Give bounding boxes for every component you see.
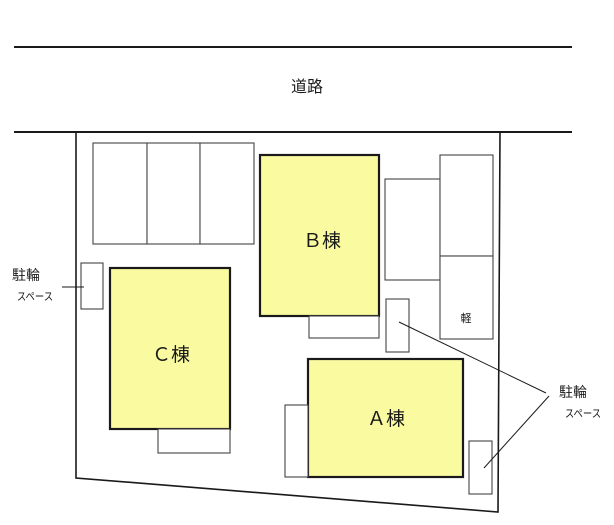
bicycle-parking-right-leader-2 — [483, 395, 550, 469]
building-a — [306, 357, 465, 479]
parking-stall-kei — [439, 255, 494, 340]
parking-stall-2 — [146, 142, 201, 245]
bicycle-parking-right-label-line1: 駐輪 — [559, 384, 587, 401]
bicycle-parking-bottom-box — [468, 440, 493, 495]
building-b — [258, 153, 381, 318]
building-b-label: Ｂ棟 — [303, 230, 341, 252]
building-a-annex — [284, 404, 309, 478]
road-label: 道路 — [291, 77, 323, 96]
building-c — [108, 266, 232, 431]
building-c-annex — [157, 428, 231, 454]
bicycle-parking-right-label-line2: スペース — [565, 408, 601, 420]
bicycle-parking-mid-box — [385, 298, 410, 353]
building-a-label: Ａ棟 — [367, 408, 405, 430]
bicycle-parking-left-box — [80, 262, 104, 310]
bicycle-parking-left-label-line1: 駐輪 — [12, 267, 40, 284]
parking-stall-4 — [384, 178, 441, 281]
kei-parking-label: 軽 — [461, 312, 472, 325]
parking-stall-5 — [439, 154, 494, 257]
site-boundary — [75, 131, 501, 513]
bicycle-parking-left-label-line2: スペース — [17, 291, 53, 303]
parking-stall-3 — [199, 142, 255, 245]
building-b-annex — [308, 315, 380, 339]
building-c-label: Ｃ棟 — [152, 344, 190, 366]
bicycle-parking-right-leader-1 — [398, 321, 547, 394]
parking-stall-1 — [92, 142, 148, 245]
